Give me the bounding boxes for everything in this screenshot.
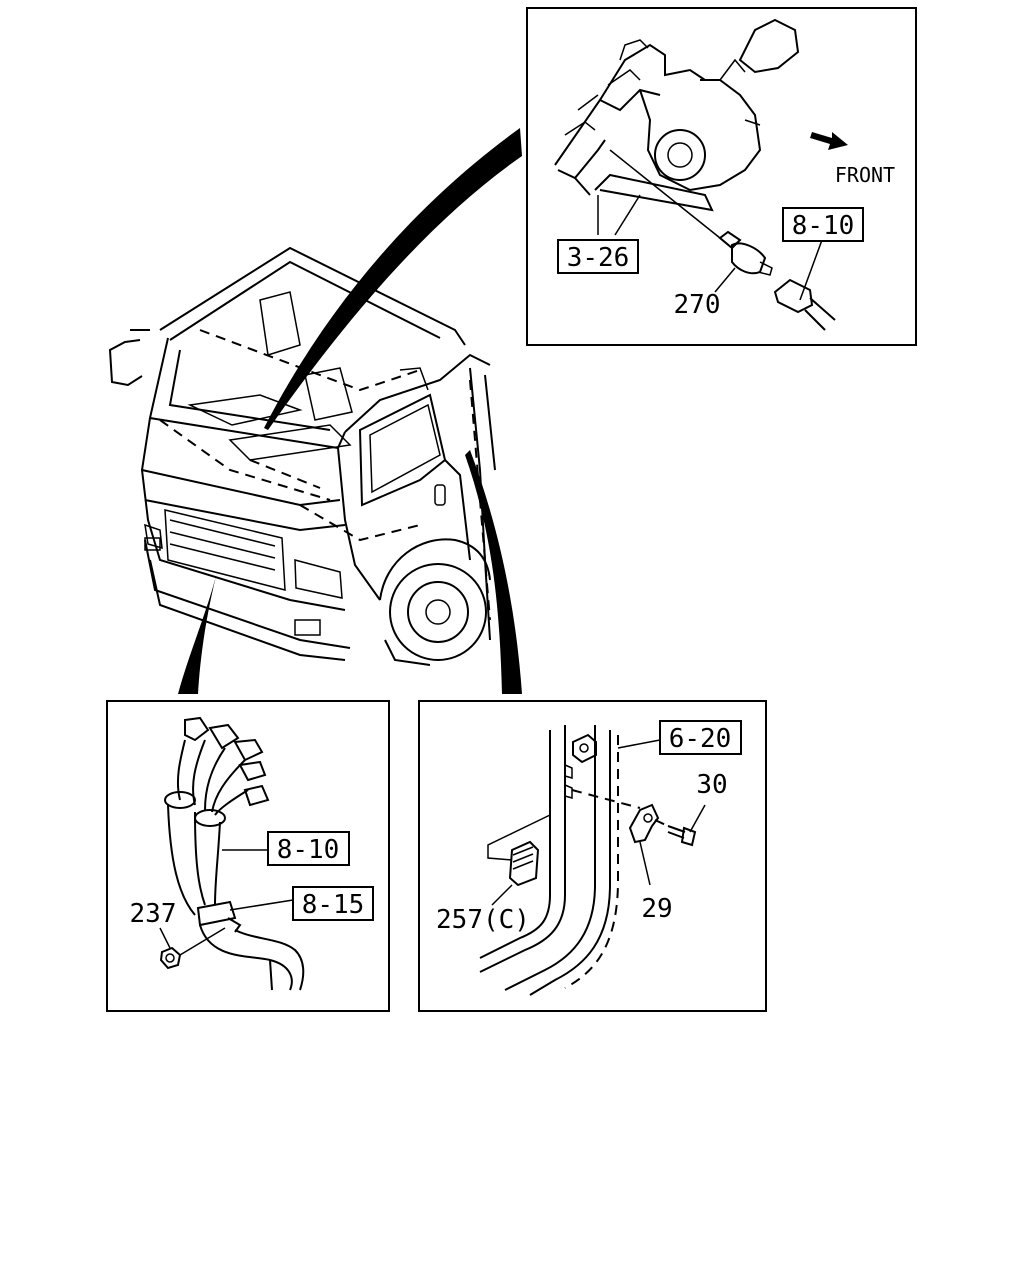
front-label: FRONT (835, 163, 895, 187)
ref-box-8-10-bottom (267, 831, 350, 866)
part-number-237: 237 (130, 899, 177, 929)
callout-wedge-bottom-left (178, 568, 218, 694)
detail-panel-brake-valve: 3-26 8-10 270 FRONT (526, 7, 917, 346)
pressure-switch-270 (718, 230, 773, 276)
ref-box-8-15 (292, 886, 374, 921)
part-number-270: 270 (674, 290, 721, 320)
door-clip (572, 733, 597, 764)
bracket-29 (628, 803, 660, 844)
ref-label-8-15: 8-15 (302, 890, 365, 920)
part-number-30: 30 (696, 770, 727, 800)
ref-box-3-26 (557, 239, 639, 274)
detail-panel-door-bracket: 6-20 30 29 257(C) (418, 700, 767, 1012)
front-arrow-icon (810, 132, 848, 150)
harness-connector (773, 278, 836, 331)
truck-cab-illustration (108, 246, 496, 666)
callout-wedge-bottom-right (465, 450, 522, 694)
ref-label-8-10-bottom: 8-10 (277, 835, 340, 865)
callout-wedges (178, 128, 522, 694)
wire-harness-bundle (164, 716, 305, 991)
door-frame-section (479, 725, 619, 996)
ref-label-6-20: 6-20 (669, 724, 732, 754)
callout-wedge-top (264, 128, 522, 430)
detail-panel-harness-grommet: 8-10 8-15 237 (106, 700, 390, 1012)
part-number-29: 29 (641, 894, 672, 924)
part-number-257c: 257(C) (436, 905, 530, 935)
panel-frame-top-right (526, 7, 917, 346)
ref-box-6-20 (659, 720, 742, 755)
nut-237 (159, 946, 182, 970)
ref-label-8-10-top: 8-10 (792, 211, 855, 241)
ref-box-8-10-top (782, 207, 864, 242)
brake-valve-assembly (554, 18, 800, 236)
pad-257c (508, 840, 540, 887)
ref-label-3-26: 3-26 (567, 243, 630, 273)
